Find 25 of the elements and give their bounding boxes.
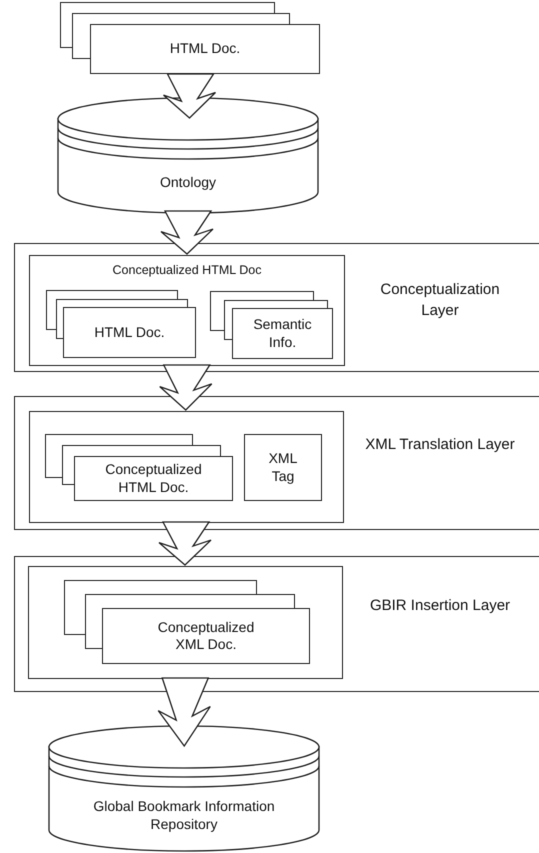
layer-band (14, 556, 539, 692)
layer-band (14, 243, 539, 372)
layer-panel (29, 411, 344, 523)
layer-panel (29, 255, 345, 366)
layer-label: Conceptualization Layer (379, 280, 501, 320)
node-label: HTML Doc. (170, 40, 240, 58)
layer-panel (28, 566, 343, 679)
arrow (160, 210, 214, 255)
node-label: HTML Doc. (94, 324, 165, 342)
arrow (158, 521, 212, 566)
document-stack (45, 434, 233, 501)
node-label: XML Tag (268, 450, 298, 485)
document-stack (210, 291, 333, 359)
layer-band (14, 396, 539, 530)
node-label: Conceptualized HTML Doc. (104, 461, 203, 496)
arrow (159, 364, 212, 411)
panel-heading: Conceptualized HTML Doc (112, 263, 262, 279)
layer-label: XML Translation Layer (364, 435, 516, 455)
document-stack (64, 580, 310, 664)
process-box (244, 434, 322, 501)
document-stack (46, 290, 196, 358)
document-stack (60, 2, 322, 74)
layer-label: GBIR Insertion Layer (368, 596, 512, 616)
node-label: Semantic Info. (252, 316, 313, 351)
node-label: Conceptualized XML Doc. (156, 618, 256, 654)
